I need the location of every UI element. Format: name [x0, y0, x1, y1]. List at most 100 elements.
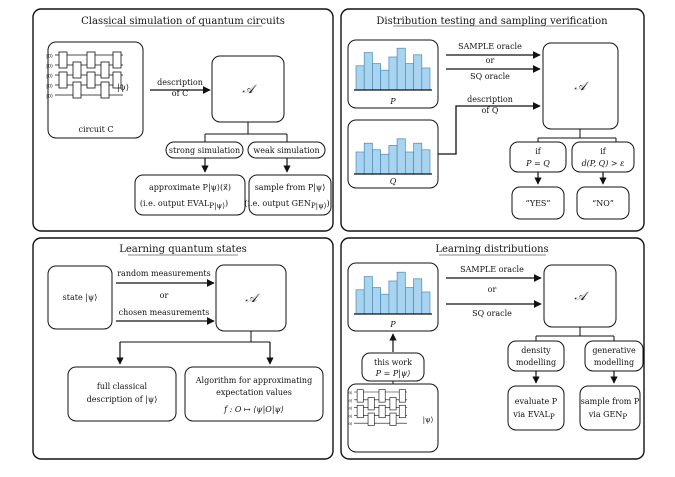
- circuit-box: [347, 383, 439, 453]
- qubit-zero-label: |0⟩: [347, 390, 353, 395]
- full-description-line2: description of |ψ⟩: [87, 395, 158, 404]
- gate-box: [378, 389, 386, 403]
- svg-text:(i.e. output EVALP|ψ⟩): (i.e. output EVALP|ψ⟩): [140, 199, 228, 210]
- histogram-bar: [421, 67, 431, 91]
- gate-box: [100, 61, 110, 79]
- generative-line2: modelling: [594, 358, 634, 367]
- evaluate-sub: P: [550, 412, 555, 421]
- circuit-box: [47, 41, 144, 139]
- gate-box: [100, 81, 110, 99]
- panel-learning-distributions: Learning distributions P this work P = P…: [340, 237, 645, 460]
- gate-box: [72, 61, 82, 79]
- random-measurements-label: random measurements: [117, 269, 211, 278]
- histogram-bar: [413, 142, 423, 175]
- histogram-bar: [372, 149, 382, 175]
- gate-box: [378, 404, 386, 419]
- oracle-sq-label: SQ oracle: [470, 72, 510, 81]
- panel-title: Classical simulation of quantum circuits: [81, 16, 285, 27]
- histogram-bar: [421, 149, 431, 175]
- gate-box: [356, 404, 364, 419]
- histogram-bar: [413, 54, 423, 91]
- arrow-label-description: description: [157, 78, 203, 87]
- svg-text:via GENP: via GENP: [588, 410, 628, 421]
- histogram-bar: [388, 56, 398, 91]
- gate-box: [86, 51, 96, 69]
- qubit-zero-label: |0⟩: [46, 84, 53, 90]
- panel-classical-simulation: Classical simulation of quantum circuits…: [32, 8, 334, 232]
- histogram-bar: [404, 151, 414, 175]
- qubit-zero-label: |0⟩: [347, 398, 353, 403]
- full-description-line1: full classical: [97, 382, 148, 391]
- strong-output-sub: P|ψ⟩: [209, 201, 225, 210]
- panel-title: Distribution testing and sampling verifi…: [376, 16, 608, 27]
- qubit-zero-label: |0⟩: [46, 94, 53, 100]
- gate-box: [58, 51, 68, 69]
- this-work-line2: P = P|ψ⟩: [375, 369, 411, 378]
- histogram-bar: [363, 142, 373, 175]
- histogram-bar: [388, 145, 398, 175]
- ket-label: |ψ⟩: [117, 83, 129, 92]
- gate-box: [389, 412, 397, 426]
- histogram-bar: [355, 151, 365, 175]
- circuit-icon: |0⟩|0⟩|0⟩|0⟩|0⟩: [46, 51, 123, 100]
- if-equal-line2: P = Q: [525, 159, 550, 168]
- gate-box: [356, 389, 364, 403]
- algorithm-label: 𝒜: [242, 82, 257, 96]
- expectation-line2: expectation values: [216, 388, 292, 397]
- strong-output-line1: approximate P|ψ⟩(x⃗): [149, 183, 231, 192]
- histogram-bar: [380, 153, 390, 175]
- algorithm-label: 𝒜: [574, 289, 589, 303]
- evaluate-line2: via EVAL: [512, 410, 550, 419]
- histogram-bar: [413, 278, 423, 315]
- svg-text:via EVALP: via EVALP: [512, 410, 555, 421]
- histogram-bar: [363, 276, 373, 315]
- svg-text:(i.e. output GENP|ψ⟩): (i.e. output GENP|ψ⟩): [244, 199, 329, 210]
- gate-box: [398, 389, 406, 403]
- sample-line1: sample from P: [581, 397, 640, 406]
- gate-box: [112, 71, 122, 89]
- weak-simulation-label: weak simulation: [253, 146, 319, 155]
- algorithm-label: 𝒜: [245, 291, 260, 305]
- strong-output-line2: (i.e. output EVAL: [140, 199, 210, 208]
- histogram-bar: [380, 293, 390, 315]
- histogram-bar: [404, 287, 414, 315]
- oracle-sample-label: SAMPLE oracle: [460, 265, 524, 274]
- generative-line1: generative: [592, 346, 636, 355]
- oracle-or-label: or: [488, 285, 497, 294]
- or-label: or: [160, 291, 169, 300]
- weak-output-line1: sample from P|ψ⟩: [255, 183, 326, 192]
- histogram-bar: [421, 291, 431, 315]
- histogram-bar: [396, 271, 406, 315]
- description-label: description: [467, 95, 513, 104]
- if-distance-line2: d(P, Q) > ε: [582, 159, 625, 168]
- gate-box: [112, 51, 122, 69]
- state-box: [47, 265, 113, 330]
- histogram-bar: [355, 289, 365, 315]
- qubit-zero-label: |0⟩: [46, 54, 53, 60]
- oracle-or-label: or: [486, 56, 495, 65]
- no-box: [576, 186, 630, 220]
- histogram-bar: [404, 63, 414, 91]
- panel-distribution-testing: Distribution testing and sampling verifi…: [340, 8, 645, 232]
- histogram-bar: [372, 63, 382, 91]
- chosen-measurements-label: chosen measurements: [119, 308, 210, 317]
- ket-label: |ψ⟩: [423, 415, 434, 424]
- description-of-q-label: of Q: [482, 106, 499, 115]
- evaluate-box: [507, 385, 565, 431]
- histogram-p: [354, 47, 432, 91]
- panel-title: Learning distributions: [435, 244, 548, 255]
- gate-box: [389, 397, 397, 411]
- histogram-q: [354, 138, 432, 175]
- expectation-line1: Algorithm for approximating: [195, 376, 312, 385]
- histogram-bar: [355, 65, 365, 91]
- distribution-p-label: P: [389, 320, 396, 329]
- state-label: state |ψ⟩: [63, 293, 98, 302]
- qubit-zero-label: |0⟩: [46, 74, 53, 80]
- histogram-bar: [363, 52, 373, 91]
- sample-line2: via GEN: [588, 410, 623, 419]
- qubit-zero-label: |0⟩: [347, 421, 353, 426]
- distribution-p-box: [347, 39, 439, 109]
- distribution-p-label: P: [389, 97, 396, 106]
- weak-output-box: [248, 174, 332, 216]
